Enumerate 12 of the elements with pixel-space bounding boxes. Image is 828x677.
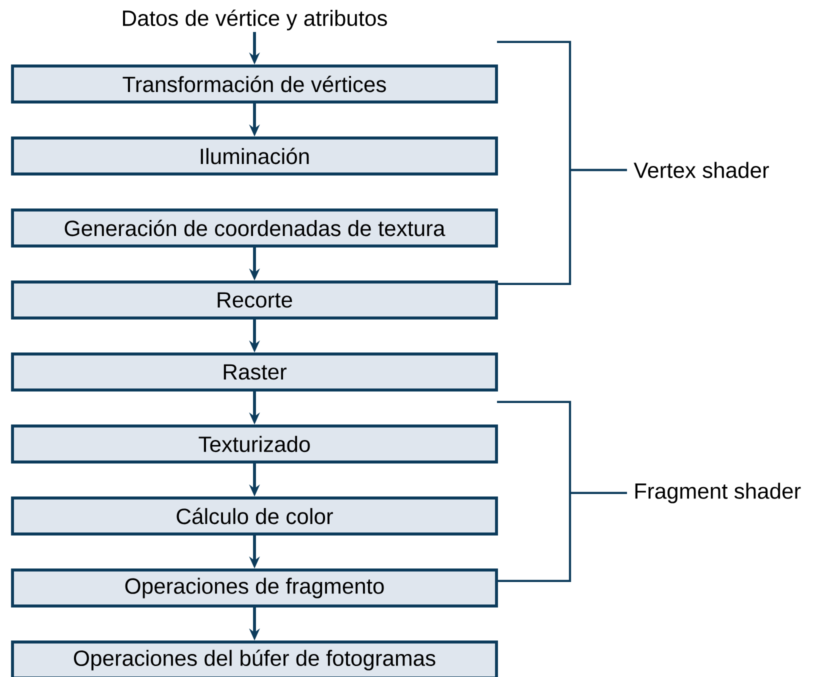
bracket-label: Vertex shader [634, 162, 769, 178]
process-box: Operaciones del búfer de fotogramas [11, 640, 498, 677]
process-box: Texturizado [11, 424, 498, 464]
process-box: Raster [11, 352, 498, 392]
process-box: Transformación de vértices [11, 64, 498, 104]
process-box: Generación de coordenadas de textura [11, 208, 498, 248]
bracket-label: Fragment shader [635, 482, 801, 504]
process-box: Recorte [11, 280, 498, 320]
process-box: Operaciones de fragmento [11, 568, 498, 608]
process-box: Cálculo de color [11, 496, 498, 536]
process-box: Iluminación [11, 136, 498, 176]
input-label: Datos de vértice y atributos [123, 10, 387, 30]
